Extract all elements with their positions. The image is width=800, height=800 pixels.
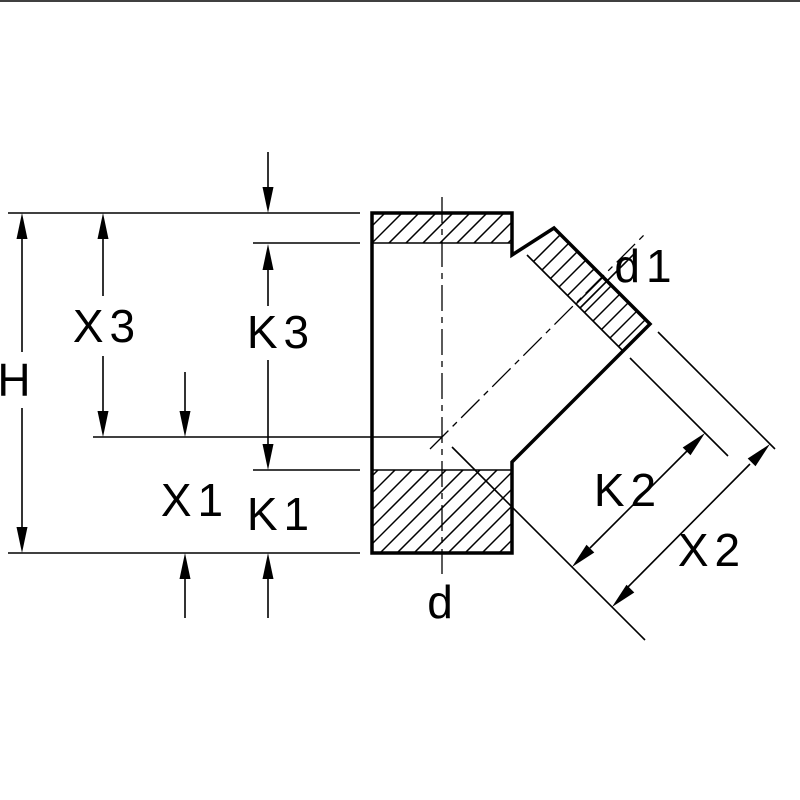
d1-leader-line	[579, 251, 637, 309]
dim-label-k3: K3	[247, 306, 315, 358]
dimension-x2	[612, 444, 770, 607]
dimension-k2	[572, 433, 705, 567]
branch-extension-lines	[451, 251, 776, 641]
dim-label-x2: X2	[678, 524, 746, 576]
dimension-k1	[262, 553, 274, 618]
dim-label-k1: K1	[247, 488, 315, 540]
dimension-x1	[179, 372, 191, 618]
branch-centerline	[429, 232, 647, 450]
dim-label-d1: d1	[614, 240, 677, 292]
dim-label-h: H	[0, 354, 37, 406]
dim-label-x3: X3	[73, 300, 141, 352]
dimension-k3	[262, 152, 274, 470]
dimension-h	[16, 213, 28, 553]
dim-label-d: d	[427, 576, 459, 628]
hatching-bottom-socket	[372, 470, 512, 553]
dim-label-k2: K2	[594, 464, 662, 516]
dimension-x3	[97, 213, 109, 437]
hatching-top-socket	[372, 213, 512, 243]
dim-label-x1: X1	[161, 474, 229, 526]
